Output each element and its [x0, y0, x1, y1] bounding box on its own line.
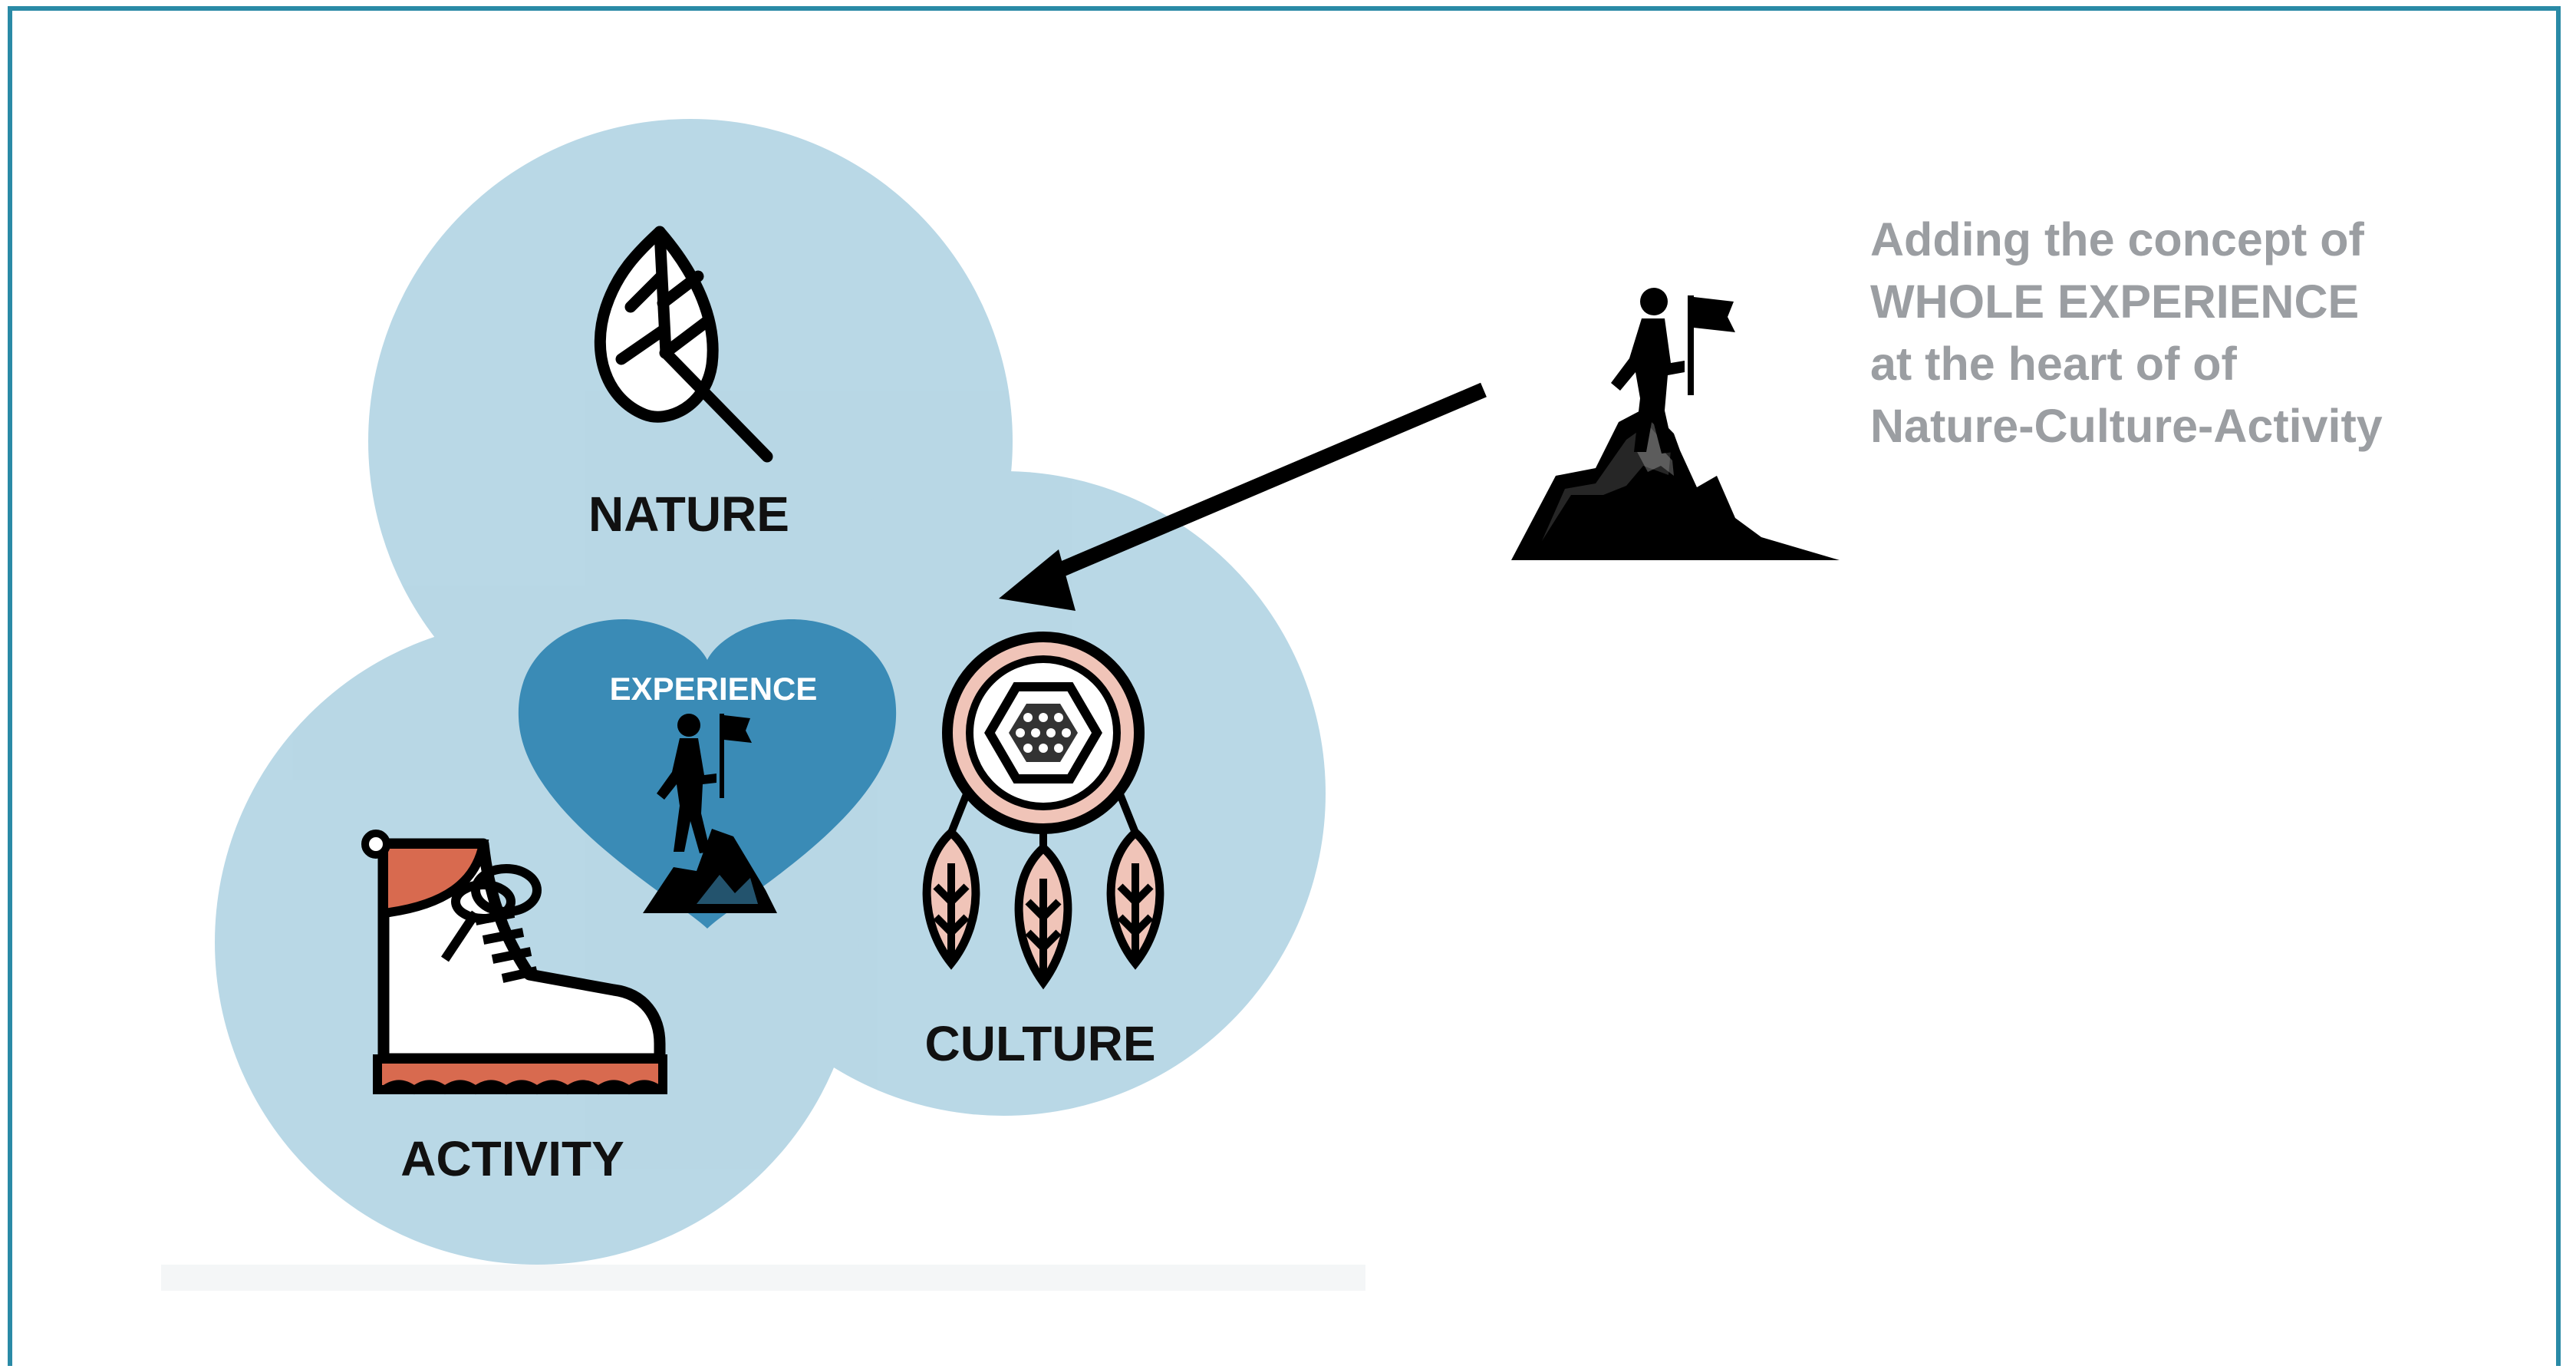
callout-text: Adding the concept of WHOLE EXPERIENCE a…: [1870, 209, 2530, 457]
nature-label: NATURE: [588, 487, 789, 542]
dreamcatcher-icon: [922, 632, 1164, 990]
summit-climber-icon: [1511, 288, 1840, 560]
summit-climber-icon: [643, 714, 777, 913]
callout-line: Adding the concept of: [1870, 213, 2364, 266]
activity-label: ACTIVITY: [400, 1131, 624, 1186]
hiking-boot-icon: [361, 830, 667, 1095]
experience-heart: [518, 619, 897, 929]
callout-line: at the heart of of: [1870, 338, 2237, 390]
experience-label: EXPERIENCE: [610, 671, 818, 707]
culture-label: CULTURE: [925, 1016, 1156, 1071]
image-bottom-strip: [161, 1265, 1365, 1291]
callout-line: WHOLE EXPERIENCE: [1870, 275, 2360, 328]
callout-line: Nature-Culture-Activity: [1870, 400, 2383, 452]
pointer-arrow: [999, 382, 1487, 611]
leaf-icon: [594, 226, 773, 463]
slide-frame: [8, 6, 2561, 1366]
